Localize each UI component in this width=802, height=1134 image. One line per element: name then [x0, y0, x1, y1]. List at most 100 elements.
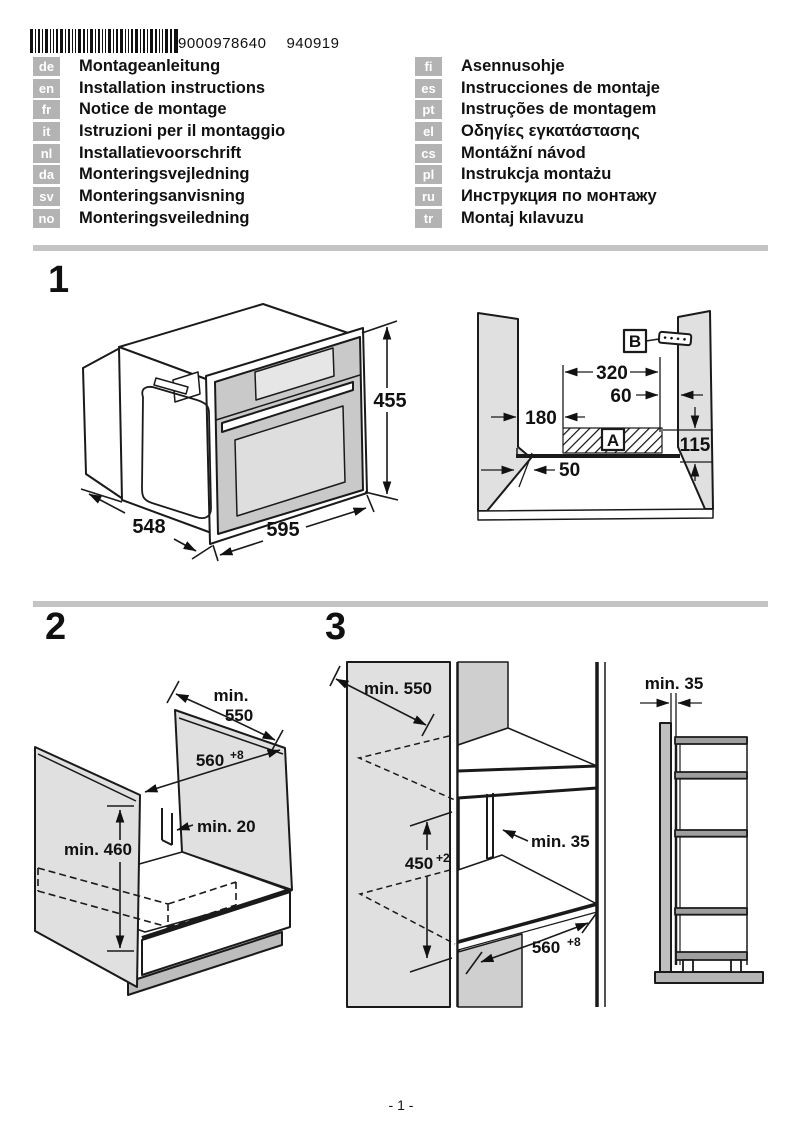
mounting-bracket: [657, 330, 693, 347]
dim-niche-height: min. 460: [64, 840, 132, 859]
figure-1-niche-drawing: A B 320 60 180 115 50: [477, 310, 714, 521]
dim-depth-550: 550: [225, 706, 253, 725]
niche-floor-strip: [477, 508, 714, 521]
lang-title: Instrukcja montażu: [461, 165, 612, 184]
lang-title: Istruzioni per il montaggio: [79, 122, 286, 141]
lang-code: nl: [33, 143, 60, 163]
dim-niche-180: 180: [525, 408, 557, 429]
oven-door-window: [234, 405, 346, 517]
lang-code: tr: [415, 208, 442, 228]
lang-title: Notice de montage: [79, 100, 227, 119]
dim-height-450: 450: [405, 854, 433, 873]
lang-title: Montageanleitung: [79, 57, 221, 75]
dim-depth-min: min.: [214, 686, 249, 705]
lang-code: pt: [415, 100, 442, 120]
dim-height-sup: +2: [436, 851, 450, 865]
side-shelf-top: [674, 736, 748, 745]
side-leg-back: [730, 959, 742, 973]
dim-niche-115: 115: [680, 435, 711, 456]
lang-title: Montaj kılavuzu: [461, 208, 584, 227]
column-under-shelf: [457, 933, 523, 1008]
page-number: - 1 -: [388, 1097, 414, 1113]
date-code: 940919: [286, 35, 340, 52]
lang-code: en: [33, 78, 60, 98]
dim-niche-50: 50: [559, 460, 580, 481]
figure-3-number: 3: [325, 606, 347, 648]
lang-code: de: [33, 57, 60, 76]
lang-code: fr: [33, 100, 60, 120]
figure-1-number: 1: [48, 259, 70, 301]
lang-code: it: [33, 122, 60, 142]
figure-2-cabinet-drawing: min. 550 560 +8 min. 20 min. 460: [34, 680, 293, 996]
oven-side-slot: [153, 377, 189, 395]
lang-title: Инструкция по монтажу: [461, 187, 657, 206]
lang-code: ru: [415, 187, 442, 207]
hidden-depth-guides: [356, 735, 456, 945]
dim-oven-height: 455: [373, 390, 406, 412]
lang-title: Οδηγίες εγκατάστασης: [461, 122, 640, 141]
lang-row-es: es Instrucciones de montaje: [415, 78, 660, 98]
lang-code: fi: [415, 57, 442, 76]
oven-rear-flange: [82, 347, 124, 500]
label-a-box: [600, 427, 626, 452]
lang-title: Installatievoorschrift: [79, 143, 242, 162]
lang-title: Installation instructions: [79, 78, 266, 97]
oven-door-seal: [141, 385, 212, 520]
lang-code: es: [415, 78, 442, 98]
figure-3-side-view: min. 35: [640, 674, 764, 984]
lang-title: Instrucciones de montaje: [461, 78, 660, 97]
lang-row-fr: fr Notice de montage: [33, 100, 285, 120]
side-leg-front: [682, 959, 694, 973]
section-divider-middle: [33, 601, 768, 607]
lang-code: pl: [415, 165, 442, 185]
lang-row-ru: ru Инструкция по монтажу: [415, 187, 660, 207]
figure-1-oven-drawing: 455 548 595: [80, 303, 407, 562]
niche-left-wall: [477, 312, 532, 512]
oven-display: [254, 347, 335, 401]
side-shelf-3: [674, 829, 748, 838]
dim-rear-gap: min. 20: [197, 817, 256, 836]
lang-title: Instruções de montagem: [461, 100, 657, 119]
lang-row-pl: pl Instrukcja montażu: [415, 165, 660, 185]
label-a: A: [607, 431, 619, 450]
dim-oven-depth: 548: [132, 516, 165, 538]
lang-row-pt: pt Instruções de montagem: [415, 100, 660, 120]
lang-row-tr: tr Montaj kılavuzu: [415, 208, 660, 228]
lang-row-it: it Istruzioni per il montaggio: [33, 122, 286, 142]
figure-2-number: 2: [45, 606, 67, 648]
lang-row-de: de Montageanleitung: [33, 57, 285, 76]
side-shelf-4: [674, 907, 748, 916]
dim-oven-width: 595: [266, 519, 299, 541]
dim-wall-clearance: min. 35: [645, 674, 704, 693]
lang-code: da: [33, 165, 60, 185]
section-divider-top: [33, 245, 768, 251]
lang-title: Monteringsanvisning: [79, 187, 245, 206]
barcode: [30, 29, 178, 53]
dim-width-560: 560: [196, 751, 224, 770]
dim-niche-60: 60: [610, 386, 631, 407]
side-shelf-2: [674, 771, 748, 780]
label-b: B: [629, 332, 641, 351]
dim-width-560: 560: [532, 938, 560, 957]
lang-code: cs: [415, 143, 442, 163]
dim-width-sup: +8: [230, 748, 244, 762]
lang-row-en: en Installation instructions: [33, 78, 285, 98]
lang-code: no: [33, 208, 60, 228]
barcode-number: 9000978640: [178, 35, 267, 52]
lang-row-sv: sv Monteringsanvisning: [33, 187, 285, 207]
dim-niche-320: 320: [596, 363, 628, 384]
cabinet-left-panel: [34, 746, 141, 988]
side-floor: [654, 971, 764, 984]
column-left-panel: [346, 661, 451, 1008]
oven-handle: [221, 381, 354, 433]
dim-width-sup: +8: [567, 935, 581, 949]
lang-code: el: [415, 122, 442, 142]
lang-code: sv: [33, 187, 60, 207]
lang-title: Monteringsveiledning: [79, 208, 250, 227]
dim-depth: min. 550: [364, 679, 432, 698]
